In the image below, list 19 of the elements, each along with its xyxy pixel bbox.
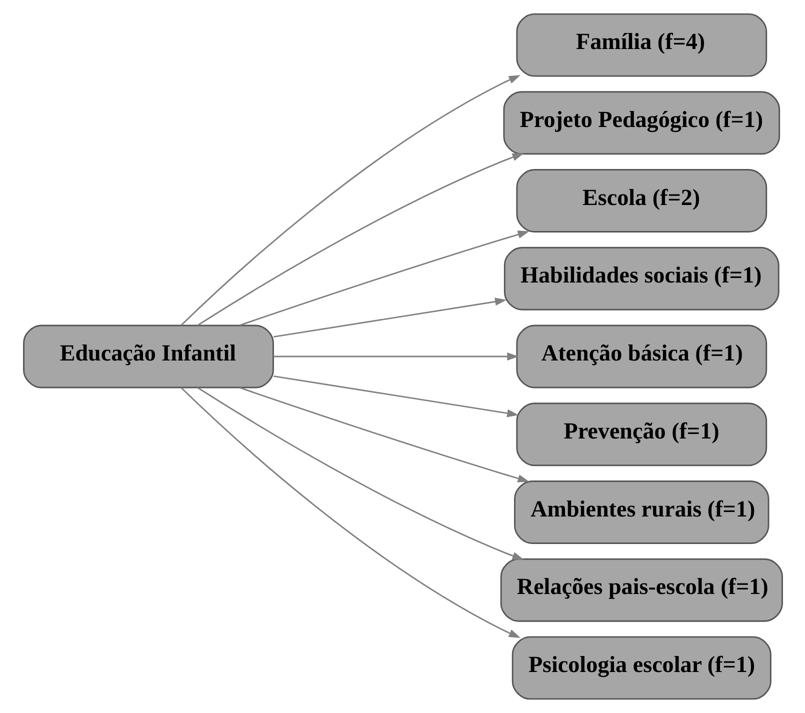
arrow: [196, 153, 524, 326]
node-box: Atenção básica (f=1): [516, 324, 767, 388]
node-box: Escola (f=2): [516, 169, 767, 232]
node-box: Psicologia escolar (f=1): [511, 636, 771, 700]
node-box: Relações pais-escola (f=1): [500, 558, 782, 622]
arrow: [180, 387, 520, 638]
node-box: Família (f=4): [516, 13, 767, 77]
arrow: [273, 298, 506, 338]
arrow: [273, 375, 518, 418]
arrow: [273, 352, 518, 361]
node-box: Projeto Pedagógico (f=1): [502, 91, 780, 155]
node-box: Educação Infantil: [22, 324, 274, 388]
arrow: [238, 230, 529, 326]
node-box: Prevenção (f=1): [516, 402, 767, 466]
arrow: [180, 75, 520, 326]
node-box: Habilidades sociais (f=1): [503, 246, 779, 310]
node-box: Ambientes rurais (f=1): [514, 480, 769, 544]
arrow: [238, 386, 529, 482]
arrow: [196, 387, 524, 560]
